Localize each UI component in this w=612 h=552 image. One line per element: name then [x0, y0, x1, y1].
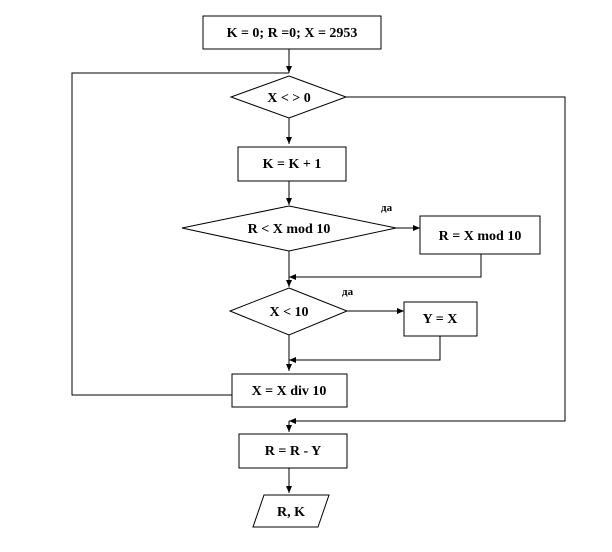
assign-r-mod-box: R = X mod 10	[419, 215, 541, 255]
assign-y-box: Y = X	[403, 301, 478, 337]
inc-k-box: K = K + 1	[237, 146, 347, 182]
decision-x-not-zero-label: X < > 0	[267, 91, 311, 106]
init-label: K = 0; R =0; X = 2953	[227, 26, 358, 41]
decision-r-lt-mod-label: R < X mod 10	[248, 222, 331, 237]
connectors	[71, 49, 566, 493]
edge-cond1-exit	[289, 96, 566, 424]
r-minus-y-label: R = R - Y	[265, 444, 321, 459]
output-label: R, K	[277, 505, 305, 520]
edge-y-merge	[289, 336, 441, 363]
decision-x-lt-10: X < 10	[228, 287, 349, 336]
output-box: R, K	[252, 494, 330, 528]
inc-k-label: K = K + 1	[263, 157, 322, 172]
decision-x-not-zero: X < > 0	[229, 75, 348, 119]
yes-label-1: да	[381, 202, 393, 214]
edge-loop-back	[71, 72, 289, 396]
r-minus-y-box: R = R - Y	[238, 433, 348, 469]
div-x-box: X = X div 10	[231, 373, 348, 408]
init-box: K = 0; R =0; X = 2953	[202, 15, 382, 50]
edge-rmod-merge	[289, 254, 482, 280]
assign-r-mod-label: R = X mod 10	[439, 229, 522, 244]
div-x-label: X = X div 10	[252, 384, 327, 399]
assign-y-label: Y = X	[423, 312, 458, 327]
decision-x-lt-10-label: X < 10	[269, 305, 308, 320]
yes-label-2: да	[342, 286, 354, 298]
decision-r-lt-mod: R < X mod 10	[181, 205, 397, 252]
